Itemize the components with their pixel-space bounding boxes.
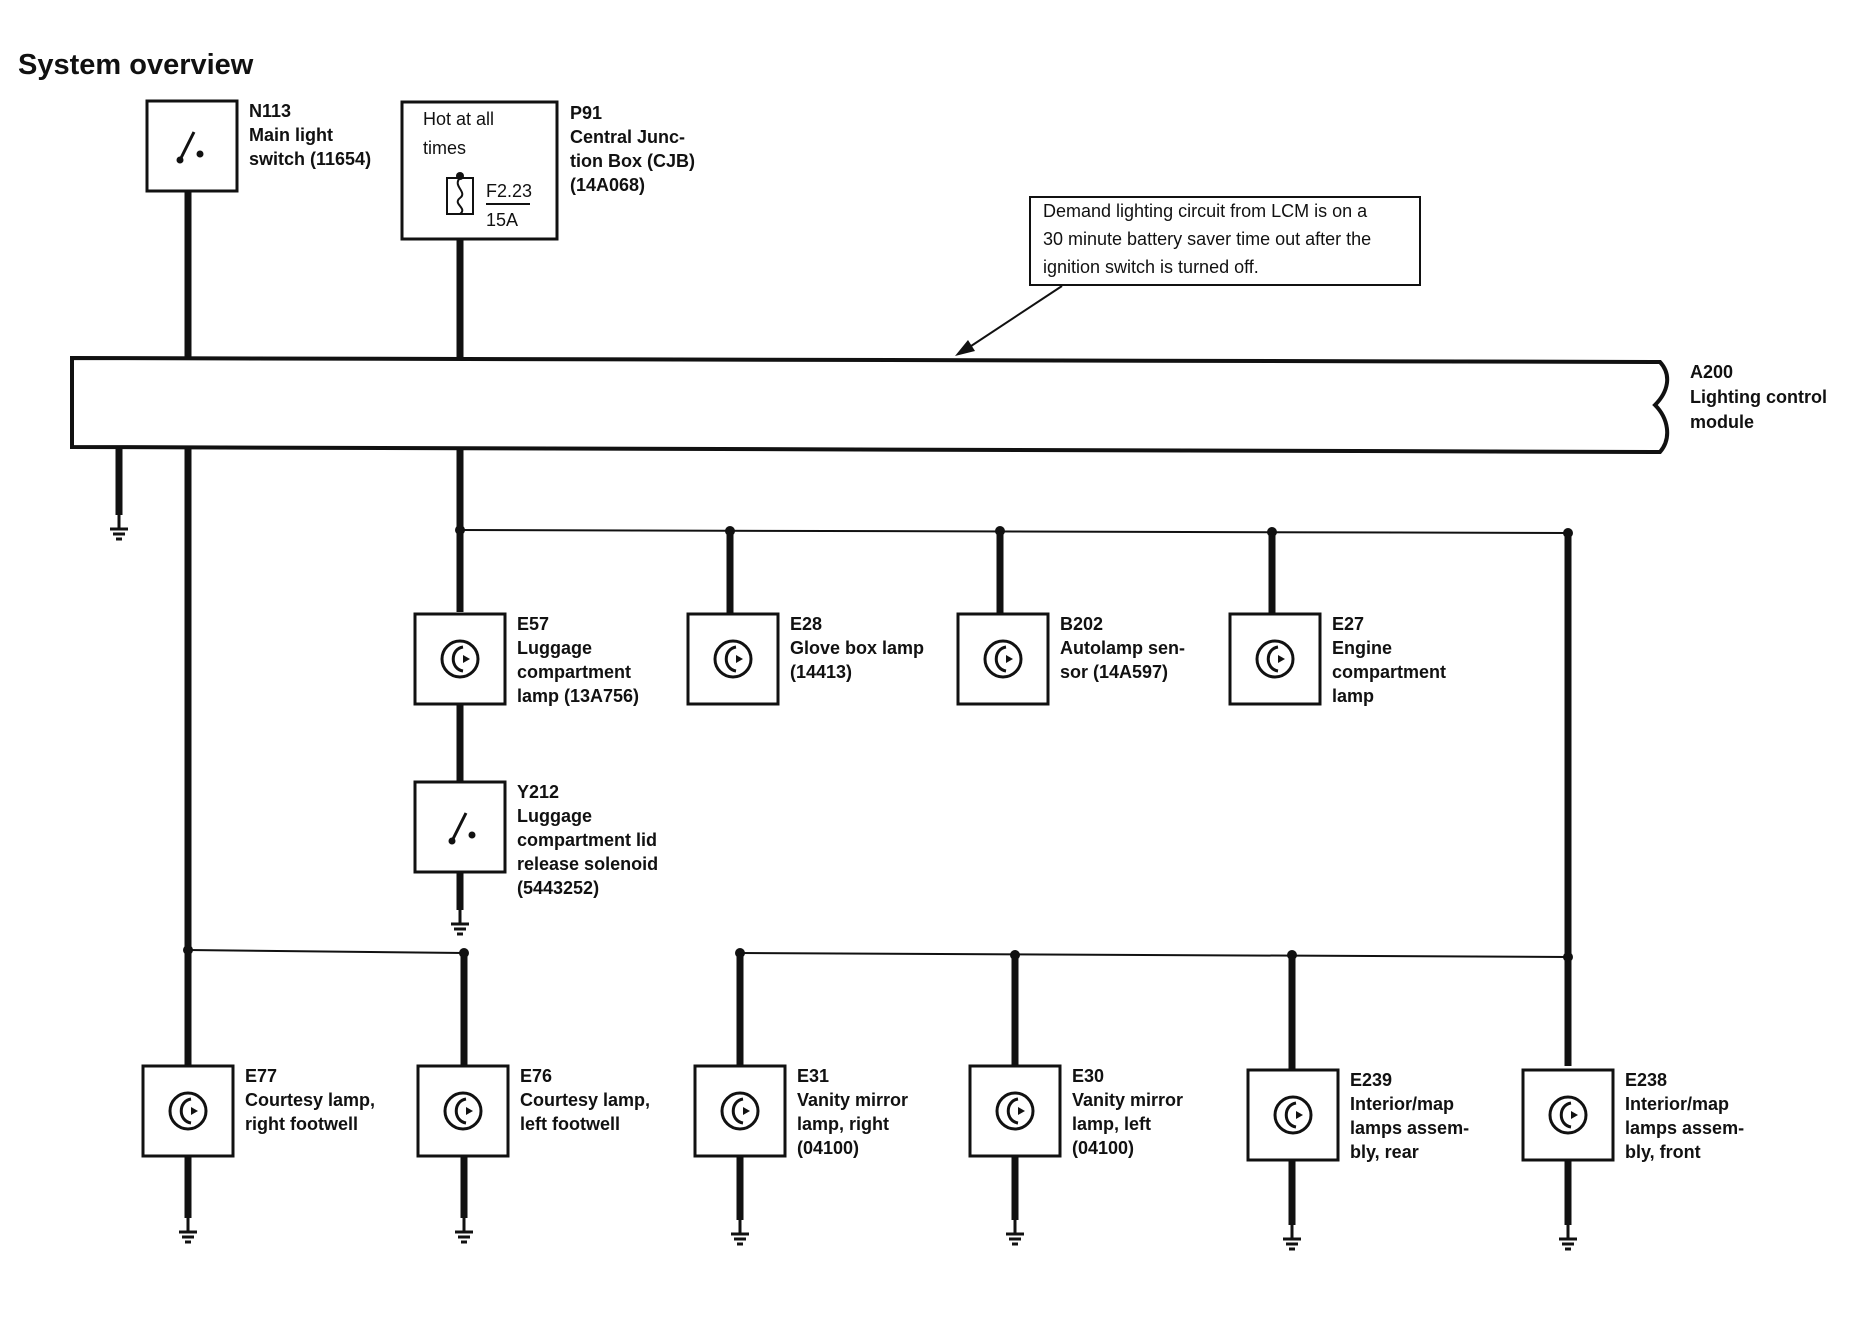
component-name-line: Vanity mirror xyxy=(1072,1090,1183,1110)
module-name-line-2: module xyxy=(1690,412,1754,432)
module-name-line-1: Lighting control xyxy=(1690,387,1827,407)
component-name-line: lamps assem- xyxy=(1625,1118,1744,1138)
component-name-line: compartment lid xyxy=(517,830,657,850)
arrowhead-icon xyxy=(955,340,975,356)
component-box xyxy=(686,612,780,706)
component-name-line: Luggage xyxy=(517,638,592,658)
component-code: E57 xyxy=(517,614,549,634)
component-name-line: (04100) xyxy=(1072,1138,1134,1158)
component-name-line: lamp, left xyxy=(1072,1114,1151,1134)
component-code: B202 xyxy=(1060,614,1103,634)
component-name-line: Interior/map xyxy=(1350,1094,1454,1114)
component-name-line: lamp, right xyxy=(797,1114,889,1134)
junction-name-line-2: tion Box (CJB) xyxy=(570,151,695,171)
component-name-line: Interior/map xyxy=(1625,1094,1729,1114)
component-name-line: Autolamp sen- xyxy=(1060,638,1185,658)
note-callout: Demand lighting circuit from LCM is on a… xyxy=(955,196,1421,356)
page-title: System overview xyxy=(18,49,254,81)
fuse-icon xyxy=(446,177,474,215)
component-name-line: (04100) xyxy=(797,1138,859,1158)
component-name-line: (14413) xyxy=(790,662,852,682)
component-code: E27 xyxy=(1332,614,1364,634)
component-box xyxy=(1246,1068,1340,1162)
component-name-line: (5443252) xyxy=(517,878,599,898)
component-name-line: bly, rear xyxy=(1350,1142,1419,1162)
component-name-line: right footwell xyxy=(245,1114,358,1134)
component-name-line: lamp (13A756) xyxy=(517,686,639,706)
junction-inner-line-1: Hot at all xyxy=(423,109,494,129)
fuse-rating: 15A xyxy=(486,210,518,230)
component-code: E28 xyxy=(790,614,822,634)
component-box xyxy=(968,1064,1062,1158)
component-box xyxy=(413,612,507,706)
component-name-line: Engine xyxy=(1332,638,1392,658)
component-box xyxy=(416,1064,510,1158)
component-name-line: release solenoid xyxy=(517,854,658,874)
junction-code: P91 xyxy=(570,103,602,123)
component-box xyxy=(693,1064,787,1158)
component-name-line: Courtesy lamp, xyxy=(245,1090,375,1110)
component-box xyxy=(141,1064,235,1158)
component-box xyxy=(1228,612,1322,706)
component-code: E76 xyxy=(520,1066,552,1086)
main-switch-name-line-1: Main light xyxy=(249,125,333,145)
component-code: E31 xyxy=(797,1066,829,1086)
junction-inner-line-2: times xyxy=(423,138,466,158)
component-name-line: Glove box lamp xyxy=(790,638,924,658)
component-code: E238 xyxy=(1625,1070,1667,1090)
component-name-line: lamps assem- xyxy=(1350,1118,1469,1138)
component-name-line: compartment xyxy=(1332,662,1446,682)
component-box xyxy=(1521,1068,1615,1162)
component-code: Y212 xyxy=(517,782,559,802)
wiring xyxy=(108,190,1579,1251)
component-code: E77 xyxy=(245,1066,277,1086)
note-line-2: 30 minute battery saver time out after t… xyxy=(1043,229,1371,249)
component-name-line: sor (14A597) xyxy=(1060,662,1168,682)
junction-name-line-1: Central Junc- xyxy=(570,127,685,147)
component-name-line: bly, front xyxy=(1625,1142,1701,1162)
main-light-switch: N113 Main light switch (11654) xyxy=(145,99,371,193)
main-switch-name-line-2: switch (11654) xyxy=(249,149,371,169)
component-name-line: Luggage xyxy=(517,806,592,826)
lighting-control-module: A200 Lighting control module xyxy=(70,355,1827,455)
note-line-3: ignition switch is turned off. xyxy=(1043,257,1259,277)
main-switch-code: N113 xyxy=(249,101,291,121)
component-name-line: lamp xyxy=(1332,686,1374,706)
component-name-line: compartment xyxy=(517,662,631,682)
module-code: A200 xyxy=(1690,362,1733,382)
component-code: E239 xyxy=(1350,1070,1392,1090)
component-name-line: Courtesy lamp, xyxy=(520,1090,650,1110)
central-junction-box: Hot at all times F2.23 15A P91 Central J… xyxy=(400,100,695,241)
fuse-id: F2.23 xyxy=(486,181,532,201)
component-box xyxy=(956,612,1050,706)
component-code: E30 xyxy=(1072,1066,1104,1086)
component-name-line: left footwell xyxy=(520,1114,620,1134)
note-line-1: Demand lighting circuit from LCM is on a xyxy=(1043,201,1368,221)
component-name-line: Vanity mirror xyxy=(797,1090,908,1110)
junction-name-line-3: (14A068) xyxy=(570,175,645,195)
